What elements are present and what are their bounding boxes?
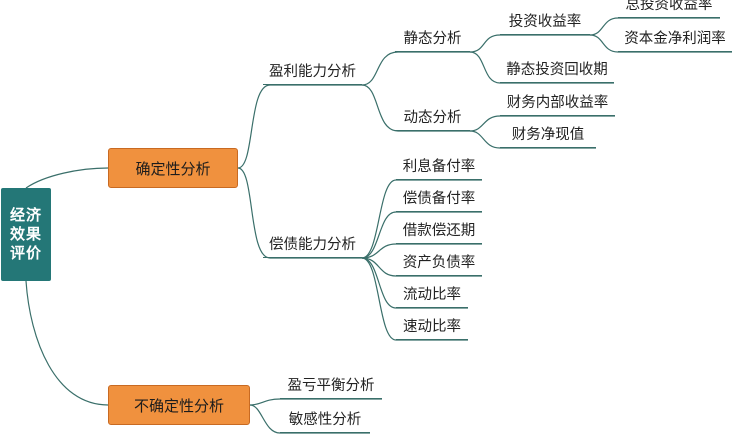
link-solvency-interest <box>361 179 482 259</box>
link-uncertain-sensitivity <box>249 404 370 434</box>
link-solvency-current <box>361 257 468 309</box>
link-dynamic-npv <box>469 130 596 149</box>
node-loan-repayment-period[interactable]: 借款偿还期 <box>396 219 482 244</box>
node-profitability-analysis[interactable]: 盈利能力分析 <box>263 60 362 85</box>
link-uncertain-breakeven <box>249 398 382 406</box>
node-asset-liability-ratio[interactable]: 资产负债率 <box>396 251 482 276</box>
node-interest-coverage-ratio[interactable]: 利息备付率 <box>396 155 482 180</box>
node-financial-irr[interactable]: 财务内部收益率 <box>500 91 615 116</box>
node-solvency-analysis[interactable]: 偿债能力分析 <box>263 233 362 258</box>
root-label: 经济效果评价 <box>9 206 42 262</box>
link-solvency-asset-liability <box>361 257 482 277</box>
link-root-uncertain <box>25 280 109 406</box>
link-solvency-repayment <box>361 243 482 259</box>
node-total-roi[interactable]: 总投资收益率 <box>618 0 720 18</box>
link-dynamic-irr <box>469 115 615 132</box>
link-root-certain <box>25 167 109 189</box>
link-roi-equity <box>589 34 732 53</box>
node-static-payback-period[interactable]: 静态投资回收期 <box>500 58 614 83</box>
node-certainty-analysis[interactable]: 确定性分析 <box>108 148 238 188</box>
node-breakeven-analysis[interactable]: 盈亏平衡分析 <box>280 374 382 399</box>
node-uncertainty-analysis[interactable]: 不确定性分析 <box>108 385 250 425</box>
link-static-payback <box>469 51 614 84</box>
link-certain-profit <box>237 84 362 169</box>
node-quick-ratio[interactable]: 速动比率 <box>396 315 468 340</box>
node-current-ratio[interactable]: 流动比率 <box>396 283 468 308</box>
node-equity-net-profit-rate[interactable]: 资本金净利润率 <box>618 27 732 52</box>
link-solvency-debt-service <box>361 211 482 259</box>
node-debt-service-coverage-ratio[interactable]: 偿债备付率 <box>396 187 482 212</box>
node-uncertainty-analysis-label: 不确定性分析 <box>133 396 224 415</box>
node-return-on-investment[interactable]: 投资收益率 <box>500 10 590 35</box>
link-static-roi <box>469 34 590 53</box>
link-roi-total <box>589 17 720 36</box>
root-node[interactable]: 经济效果评价 <box>1 188 51 281</box>
link-solvency-quick <box>361 257 468 341</box>
node-financial-npv[interactable]: 财务净现值 <box>500 123 596 148</box>
node-certainty-analysis-label: 确定性分析 <box>135 159 211 178</box>
node-sensitivity-analysis[interactable]: 敏感性分析 <box>280 408 370 433</box>
node-dynamic-analysis[interactable]: 动态分析 <box>395 106 470 131</box>
link-profit-static <box>361 51 470 86</box>
node-static-analysis[interactable]: 静态分析 <box>395 27 470 52</box>
